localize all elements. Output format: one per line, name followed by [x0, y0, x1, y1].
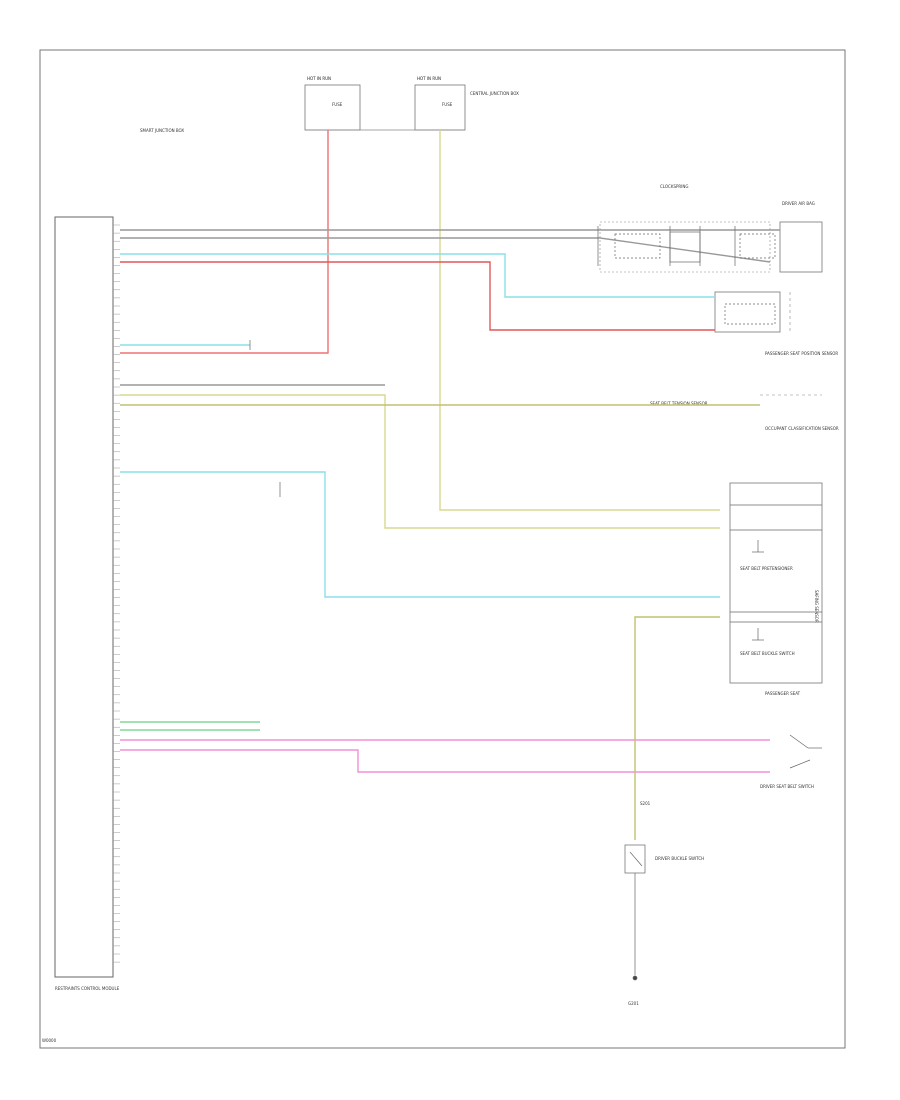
fuse-box-1	[304, 84, 361, 131]
passenger-airbag-box	[714, 291, 781, 333]
diagram-id-label: W0000	[42, 1038, 57, 1043]
seat-belt-pretensioner-label: SEAT BELT PRETENSIONER	[740, 566, 793, 571]
wire-fuse1-feed	[120, 130, 329, 354]
hot-in-run-label-1: HOT IN RUN	[307, 76, 331, 81]
wire-airbag-3	[120, 253, 715, 298]
hot-in-run-label-2: HOT IN RUN	[417, 76, 441, 81]
clockspring-label: CLOCKSPRING	[660, 184, 688, 189]
clockspring-box	[599, 221, 771, 273]
driver-airbag-label: DRIVER AIR BAG	[782, 201, 815, 206]
wire-magenta-lower	[120, 749, 770, 773]
wire-group	[120, 130, 780, 840]
wire-fuse2-feed	[439, 130, 720, 511]
driver-seat-belt-switch-label: DRIVER SEAT BELT SWITCH	[760, 784, 814, 789]
ground-label: G201	[628, 1001, 639, 1006]
wire-airbag-4	[120, 261, 715, 331]
passenger-seat-label: PASSENGER SEAT	[765, 691, 801, 696]
splice-label: S201	[640, 801, 651, 806]
rcm-label: RESTRAINTS CONTROL MODULE	[55, 986, 120, 991]
wire-buckle-switch-feed	[634, 616, 720, 840]
rcm-pin-column	[113, 224, 120, 963]
fuse-box-2	[414, 84, 466, 131]
fuse-label-2: FUSE	[442, 102, 453, 107]
seat-belt-buckle-switch-label: SEAT BELT BUCKLE SWITCH	[740, 651, 795, 656]
driver-buckle-switch-label: DRIVER BUCKLE SWITCH	[655, 856, 704, 861]
safing-sensor-label: SAFING SENSOR	[814, 590, 819, 623]
junction-note-label: SMART JUNCTION BOX	[140, 128, 184, 133]
passenger-seat-position-label: PASSENGER SEAT POSITION SENSOR	[765, 351, 838, 356]
fuse-label-1: FUSE	[332, 102, 343, 107]
sensor-module-box	[729, 482, 823, 684]
wire-light-blue-mid	[120, 471, 720, 598]
connector-details	[249, 226, 822, 981]
rcm-connector	[54, 216, 114, 978]
central-junction-box-label: CENTRAL JUNCTION BOX	[470, 91, 519, 96]
driver-airbag-box	[779, 221, 823, 273]
wire-yellow-mid	[120, 394, 720, 529]
occupant-classification-label: OCCUPANT CLASSIFICATION SENSOR	[765, 426, 839, 431]
seat-belt-tension-label: SEAT BELT TENSION SENSOR	[650, 401, 708, 406]
diagram-frame	[39, 49, 846, 1049]
wire-airbag-2	[120, 237, 771, 263]
